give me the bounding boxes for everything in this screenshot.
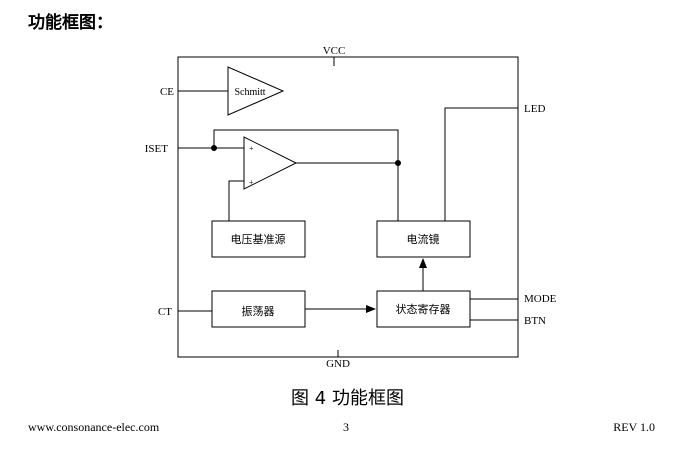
schmitt-trigger-symbol — [227, 66, 285, 116]
pin-label-btn: BTN — [524, 315, 546, 327]
state-register-block — [376, 290, 471, 328]
pin-label-ce: CE — [160, 86, 174, 98]
chip-outline — [177, 56, 519, 358]
opamp-input-bottom-sign: + — [249, 178, 254, 187]
pin-label-iset: ISET — [145, 143, 169, 155]
voltage-reference-block — [211, 220, 306, 258]
feedback-wire — [213, 129, 399, 163]
current-mirror-block — [376, 220, 471, 258]
schmitt-label: Schmitt — [234, 87, 265, 98]
pin-label-ct: CT — [158, 306, 172, 318]
pin-label-gnd: GND — [326, 358, 350, 370]
figure-caption: 图 4 功能框图 — [291, 388, 404, 409]
footer-page-number: 3 — [343, 420, 349, 434]
pin-label-mode: MODE — [524, 293, 557, 305]
pin-label-led: LED — [524, 103, 545, 115]
pin-label-vcc: VCC — [323, 45, 346, 57]
state-register-label: 状态寄存器 — [396, 302, 451, 316]
current-mirror-label: 电流镜 — [407, 232, 440, 246]
opamp-symbol — [243, 136, 298, 190]
footer-website: www.consonance-elec.com — [28, 420, 160, 434]
led-wire — [444, 107, 518, 221]
section-heading: 功能框图： — [28, 13, 113, 33]
opamp-input-top-sign: + — [249, 144, 254, 153]
reference-wire — [228, 180, 244, 221]
junction-dot-iset — [211, 145, 217, 151]
voltage-reference-label: 电压基准源 — [231, 232, 286, 246]
footer-revision: REV 1.0 — [613, 420, 655, 434]
oscillator-block — [211, 290, 306, 328]
oscillator-label: 振荡器 — [242, 304, 275, 318]
